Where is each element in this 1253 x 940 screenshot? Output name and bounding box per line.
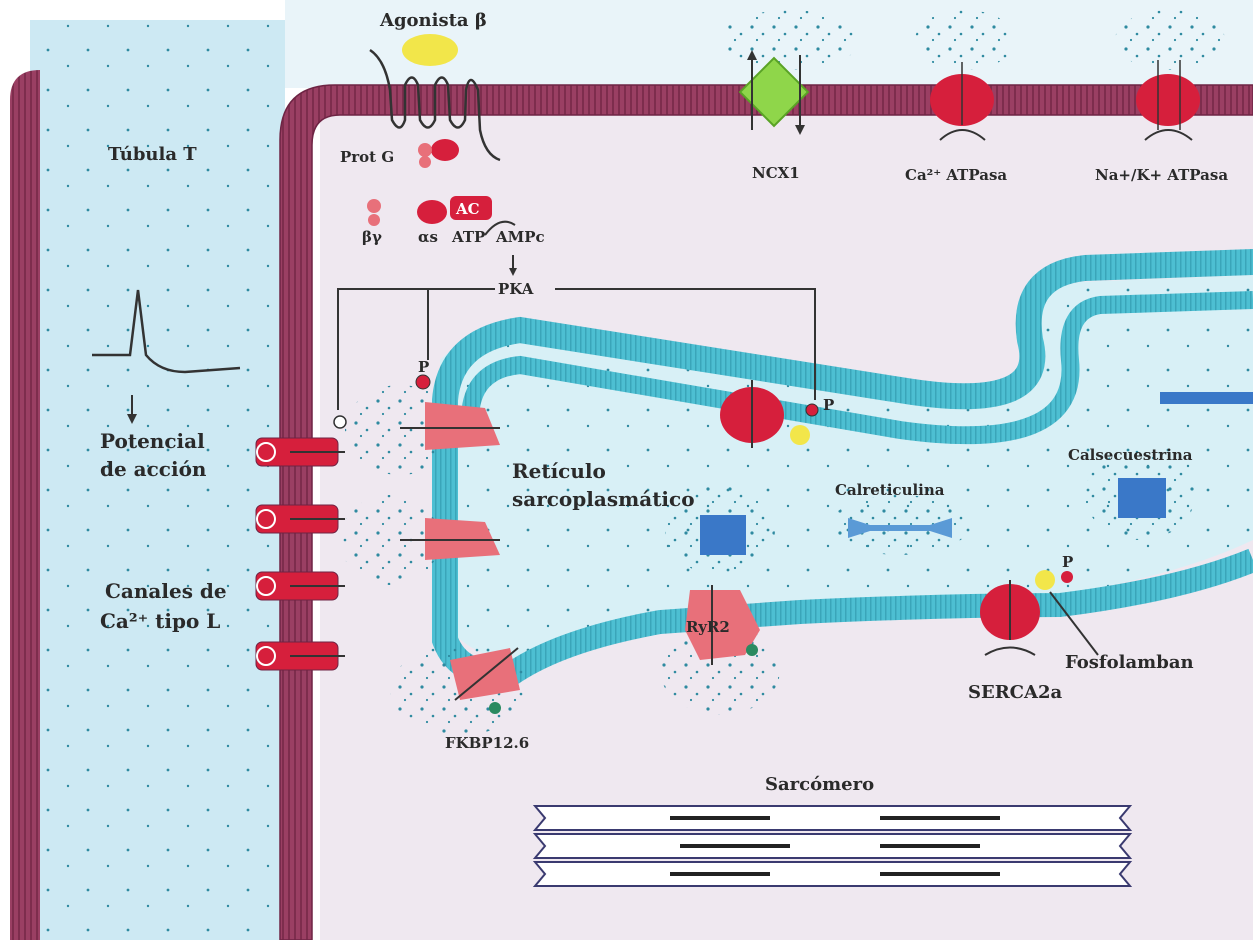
left-tubule-membrane	[10, 70, 40, 940]
phospholamban-lower	[1035, 570, 1055, 590]
label-prot-g: Prot G	[340, 148, 394, 166]
l-type-channel-2	[256, 505, 345, 533]
label-alpha-s: αs	[418, 228, 438, 246]
label-ac: AC	[455, 200, 480, 218]
sarcomere	[535, 806, 1130, 886]
label-fosfolamban: Fosfolamban	[1065, 652, 1194, 673]
phosphate-marker-serca	[806, 404, 818, 416]
l-type-channel-3	[256, 572, 345, 600]
ryr2-marker	[746, 644, 758, 656]
label-calreticulina: Calreticulina	[835, 481, 945, 499]
label-p-ryr: P	[418, 358, 429, 376]
fkbp-marker	[489, 702, 501, 714]
label-ncx: NCX1	[752, 164, 800, 182]
na-k-atpase-pump	[1136, 74, 1200, 126]
label-canales-2: Ca²⁺ tipo L	[100, 609, 220, 633]
ca-cloud-ncx	[720, 10, 860, 70]
label-agonista: Agonista β	[379, 10, 487, 31]
label-fkbp: FKBP12.6	[445, 734, 529, 752]
ca-cloud-na-k	[1115, 10, 1225, 70]
calsequestrin-right	[1118, 478, 1166, 518]
label-reticulo-1: Retículo	[512, 459, 606, 483]
label-pka: PKA	[498, 280, 534, 298]
label-potencial-2: de acción	[100, 457, 207, 481]
label-tubula-t: Túbula T	[108, 144, 197, 165]
g-protein-small-2	[419, 156, 431, 168]
calsequestrin-bar	[1160, 392, 1253, 404]
phosphate-marker-ryr	[416, 375, 430, 389]
beta-agonist	[402, 34, 458, 66]
phosphate-marker-channel	[334, 416, 346, 428]
alpha-s-subunit	[417, 200, 447, 224]
beta-gamma-subunit-2	[368, 214, 380, 226]
l-type-channel-4	[256, 642, 345, 670]
label-p-serca-lower: P	[1062, 553, 1073, 571]
label-ca-atpasa: Ca²⁺ ATPasa	[905, 166, 1007, 184]
beta-gamma-subunit-1	[367, 199, 381, 213]
label-serca: SERCA2a	[968, 682, 1062, 703]
label-sarcomero: Sarcómero	[765, 774, 874, 795]
label-beta-gamma: βγ	[362, 228, 382, 246]
phosphate-serca2a	[1061, 571, 1073, 583]
label-na-k-atpasa: Na+/K+ ATPasa	[1095, 166, 1228, 184]
l-type-channel-1	[256, 438, 345, 466]
label-p-serca-upper: P	[823, 396, 834, 414]
ca-cloud-ca-atpase	[915, 10, 1015, 70]
label-ryr2: RyR2	[686, 618, 730, 636]
phospholamban-upper	[790, 425, 810, 445]
calsequestrin-mid	[700, 515, 746, 555]
g-protein-alpha	[431, 139, 459, 161]
g-protein-small-1	[418, 143, 432, 157]
label-potencial-1: Potencial	[100, 429, 205, 453]
label-calsecuestrina: Calsecuestrina	[1068, 446, 1193, 464]
label-canales-1: Canales de	[105, 579, 227, 603]
label-atp: ATP	[451, 228, 485, 246]
label-ampc: AMPc	[495, 228, 545, 246]
label-reticulo-2: sarcoplasmático	[512, 487, 695, 511]
